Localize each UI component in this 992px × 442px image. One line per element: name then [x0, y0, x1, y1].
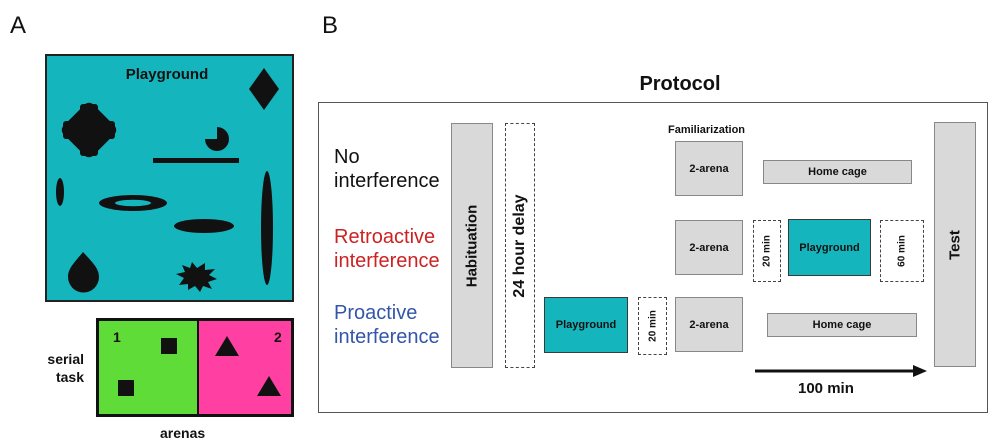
small-ellipse-object	[56, 178, 64, 206]
delay-24h-label: 24 hour delay	[511, 193, 528, 298]
two-arena-box-1: 2-arena	[675, 141, 743, 196]
arena-box: 1 2	[96, 318, 294, 417]
pill-object	[174, 219, 234, 233]
home-cage-box-1: Home cage	[763, 160, 912, 184]
condition-no-interference: No interference	[334, 146, 440, 192]
playground-objects	[56, 68, 279, 293]
diamond-object	[249, 68, 279, 110]
star-object	[176, 262, 217, 292]
playground-title: Playground	[125, 66, 209, 83]
bar-object	[153, 158, 239, 163]
arenas-label: arenas	[160, 425, 206, 441]
two-arena-box-3: 2-arena	[675, 297, 743, 352]
protocol-title: Protocol	[639, 73, 721, 95]
serial-task-label: serial task	[47, 351, 84, 385]
min20-box-row3: 20 min	[638, 297, 667, 355]
time-label: 100 min	[798, 380, 854, 397]
delay-24h-box: 24 hour delay	[505, 123, 535, 368]
min60-label: 60 min	[896, 235, 908, 267]
playground-box-row3: Playground	[544, 297, 628, 353]
pacman-object	[205, 127, 229, 151]
min60-box: 60 min	[880, 220, 924, 282]
time-arrow	[755, 365, 927, 377]
habituation-box: Habituation	[451, 123, 493, 368]
two-arena-box-2: 2-arena	[675, 220, 743, 275]
test-label: Test	[946, 229, 964, 260]
min20-box-row2: 20 min	[753, 220, 781, 282]
panel-letter-a: A	[10, 12, 27, 39]
habituation-label: Habituation	[463, 204, 481, 287]
arena-number-2: 2	[274, 329, 282, 345]
square-object-bottom	[118, 380, 134, 396]
arena-right: 2	[199, 321, 291, 414]
playground-box-row2: Playground	[788, 219, 871, 276]
triangle-object-top	[215, 336, 239, 356]
arena-number-1: 1	[113, 329, 121, 345]
cross-object	[61, 102, 117, 158]
panel-letter-b: B	[322, 12, 339, 39]
familiarization-label: Familiarization	[668, 124, 746, 136]
min20-label-row3: 20 min	[647, 310, 658, 342]
long-ellipse-object	[261, 171, 273, 285]
square-object-top	[161, 338, 177, 354]
protocol-box	[318, 102, 988, 413]
test-box: Test	[934, 122, 976, 367]
arena-left: 1	[99, 321, 199, 414]
triangle-objects	[215, 336, 281, 396]
condition-proactive: Proactive interference	[334, 302, 440, 348]
home-cage-box-3: Home cage	[767, 313, 917, 337]
playground-panel: Playground	[45, 54, 294, 302]
min20-label-row2: 20 min	[761, 235, 773, 267]
condition-retroactive: Retroactive interference	[334, 226, 440, 272]
triangle-object-bottom	[257, 376, 281, 396]
drop-object	[68, 252, 99, 293]
